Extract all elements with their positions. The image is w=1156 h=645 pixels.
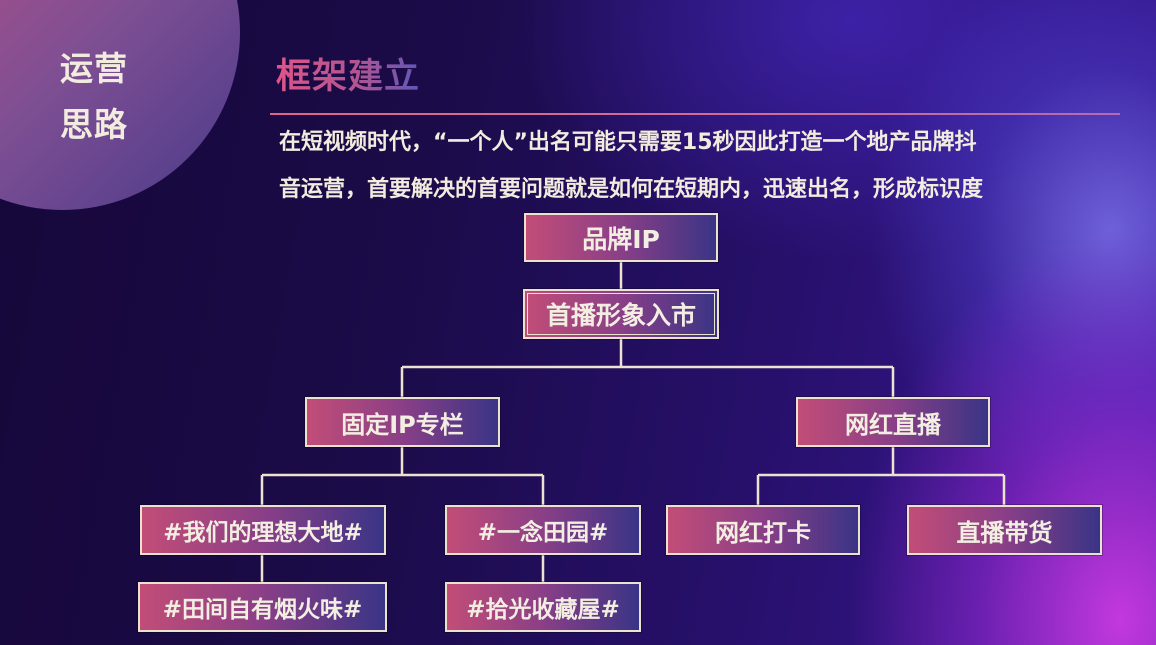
intro-text-line1: 在短视频时代，“一个人”出名可能只需要15秒因此打造一个地产品牌抖 bbox=[279, 130, 977, 155]
node-right-child-a: 网红打卡 bbox=[666, 505, 860, 555]
section-label-line2: 思路 bbox=[60, 105, 128, 144]
node-left-grandchild-b: #拾光收藏屋# bbox=[445, 582, 641, 632]
node-left-grandchild-a: #田间自有烟火味# bbox=[138, 582, 387, 632]
node-level1: 首播形象入市 bbox=[523, 289, 719, 339]
node-left-child-a: #我们的理想大地# bbox=[140, 505, 386, 555]
node-left-child-b: #一念田园# bbox=[445, 505, 641, 555]
node-right-branch: 网红直播 bbox=[796, 397, 990, 447]
page-title: 框架建立 bbox=[276, 48, 420, 99]
node-root: 品牌IP bbox=[524, 213, 718, 262]
title-divider bbox=[270, 113, 1120, 115]
intro-text-line2: 音运营，首要解决的首要问题就是如何在短期内，迅速出名，形成标识度 bbox=[279, 177, 984, 202]
node-left-branch: 固定IP专栏 bbox=[305, 397, 500, 447]
node-right-child-b: 直播带货 bbox=[907, 505, 1102, 555]
section-label-line1: 运营 bbox=[60, 49, 128, 88]
